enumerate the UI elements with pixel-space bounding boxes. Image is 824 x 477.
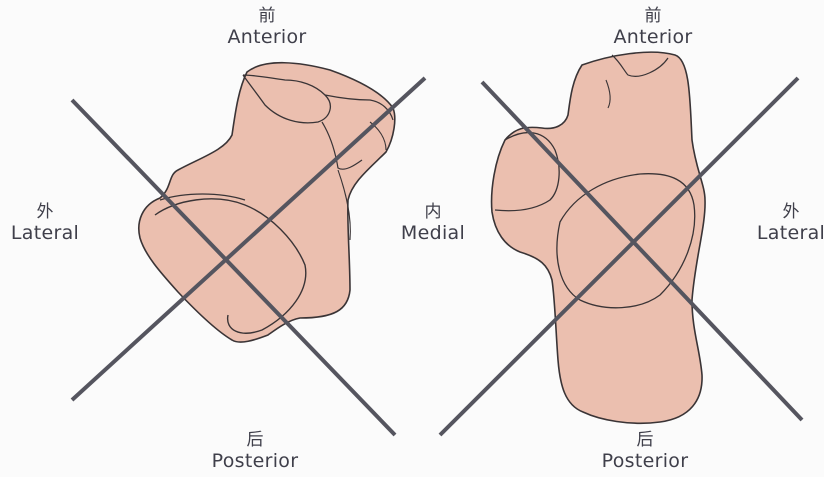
left-anterior-label: 前 Anterior — [212, 8, 322, 47]
right-posterior-cn: 后 — [590, 432, 700, 449]
right-anterior-label: 前 Anterior — [598, 8, 708, 47]
right-bone-body — [492, 52, 705, 423]
left-anterior-en: Anterior — [212, 28, 322, 47]
right-posterior-label: 后 Posterior — [590, 432, 700, 471]
left-posterior-en: Posterior — [200, 452, 310, 471]
right-anterior-en: Anterior — [598, 28, 708, 47]
right-bone-outline — [492, 52, 705, 423]
right-posterior-en: Posterior — [590, 452, 700, 471]
right-lateral-cn: 外 — [746, 204, 824, 221]
left-lateral-cn: 外 — [0, 204, 90, 221]
left-medial-en: Medial — [388, 224, 478, 243]
right-lateral-en: Lateral — [746, 224, 824, 243]
left-posterior-label: 后 Posterior — [200, 432, 310, 471]
right-lateral-label: 外 Lateral — [746, 204, 824, 243]
left-medial-cn: 内 — [388, 204, 478, 221]
left-lateral-label: 外 Lateral — [0, 204, 90, 243]
left-anterior-cn: 前 — [212, 8, 322, 25]
right-anterior-cn: 前 — [598, 8, 708, 25]
left-medial-label: 内 Medial — [388, 204, 478, 243]
left-posterior-cn: 后 — [200, 432, 310, 449]
left-lateral-en: Lateral — [0, 224, 90, 243]
